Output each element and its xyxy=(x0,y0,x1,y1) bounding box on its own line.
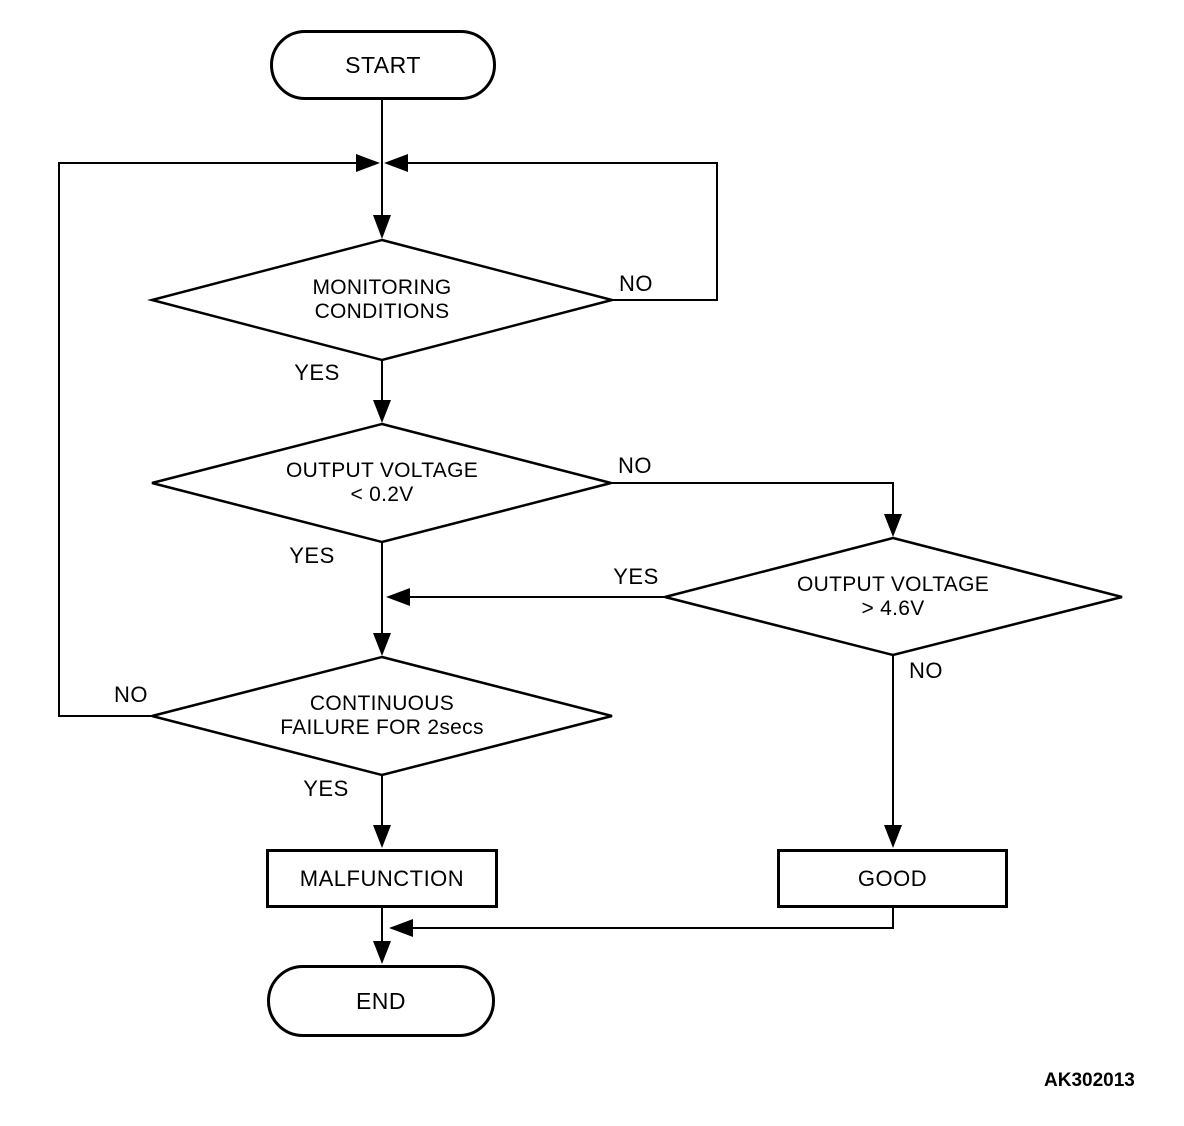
output-low-yes-label: YES xyxy=(289,543,335,568)
monitoring-yes-label: YES xyxy=(294,360,340,385)
good-node: GOOD xyxy=(777,849,1008,908)
arrowhead-good-merge xyxy=(389,919,413,937)
arrowhead-output-high-yes xyxy=(386,588,410,606)
monitoring-no-label: NO xyxy=(619,271,653,296)
malfunction-node: MALFUNCTION xyxy=(266,849,498,908)
arrowhead-into-continuous xyxy=(373,633,391,656)
end-label: END xyxy=(355,987,407,1014)
diamond-monitoring-conditions xyxy=(147,238,617,362)
edge-monitoring-no-loop xyxy=(408,162,718,301)
figure-code: AK302013 xyxy=(1044,1070,1135,1091)
monitoring-conditions-label: MONITORING CONDITIONS xyxy=(312,276,452,323)
arrowhead-into-malfunction xyxy=(373,825,391,848)
continuous-failure-label: CONTINUOUS FAILURE FOR 2secs xyxy=(280,692,484,739)
start-node: START xyxy=(270,30,496,100)
output-voltage-high-label: OUTPUT VOLTAGE > 4.6V xyxy=(796,573,990,620)
continuous-yes-label: YES xyxy=(303,776,349,801)
output-high-no-label: NO xyxy=(909,658,943,683)
arrowhead-into-good xyxy=(884,825,902,848)
arrowhead-merge-from-left xyxy=(356,154,380,172)
arrowhead-into-output-high xyxy=(884,514,902,537)
continuous-no-label: NO xyxy=(114,682,148,707)
good-label: GOOD xyxy=(857,865,928,891)
edge-continuous-no-loop xyxy=(58,162,356,717)
output-voltage-low-label: OUTPUT VOLTAGE < 0.2V xyxy=(285,459,479,506)
edge-output-low-no xyxy=(611,482,894,515)
arrowhead-into-output-low xyxy=(373,400,391,423)
edge-good-to-end xyxy=(413,908,894,929)
output-low-no-label: NO xyxy=(618,453,652,478)
start-label: START xyxy=(345,51,421,78)
diamond-output-voltage-high xyxy=(664,536,1123,657)
malfunction-label: MALFUNCTION xyxy=(299,865,465,891)
arrowhead-into-monitoring xyxy=(373,215,391,239)
output-high-yes-label: YES xyxy=(613,564,659,589)
arrowhead-into-end xyxy=(373,941,391,964)
diamond-output-voltage-low xyxy=(151,422,612,544)
arrowhead-merge-from-right xyxy=(384,154,408,172)
end-node: END xyxy=(267,965,495,1037)
diamond-continuous-failure xyxy=(151,655,613,777)
